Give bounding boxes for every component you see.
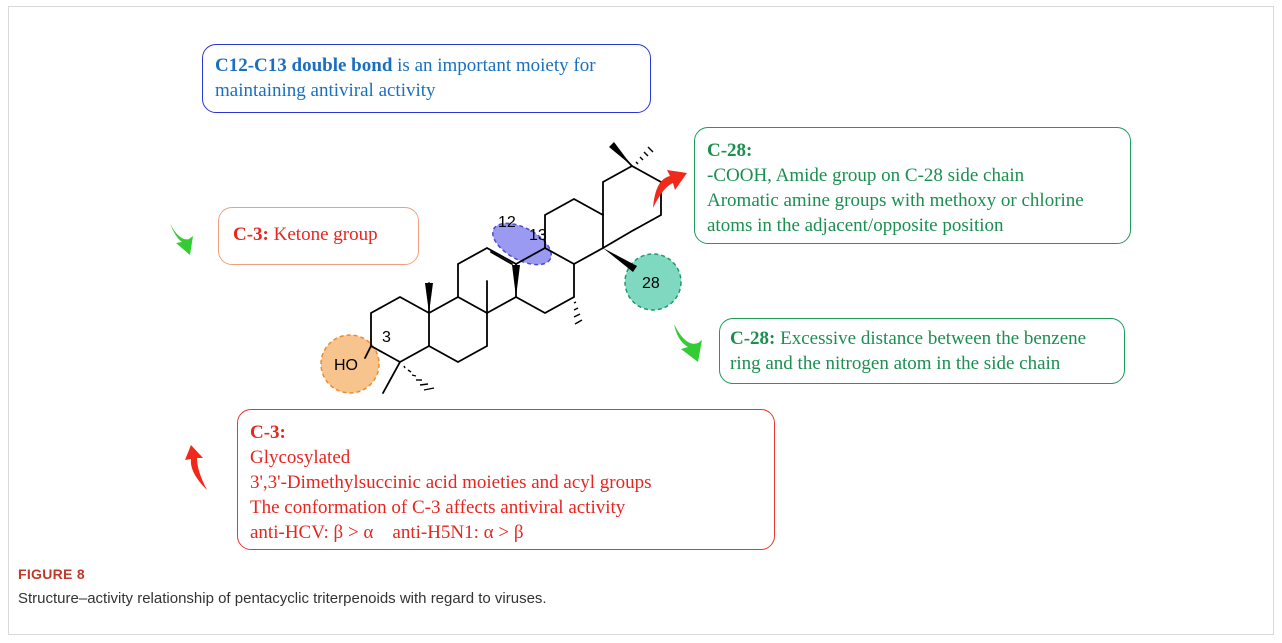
c28-favorable-line2: Aromatic amine groups with methoxy or ch… bbox=[707, 190, 1084, 211]
c12-c13-bold-label: C12-C13 double bond bbox=[215, 55, 393, 76]
c3-favorable-line2: 3',3'-Dimethylsuccinic acid moieties and… bbox=[250, 472, 652, 493]
curved-arrow-up-icon bbox=[653, 170, 687, 208]
hydroxyl-label: HO bbox=[334, 357, 358, 374]
c12-c13-line1-rest: is an important moiety for bbox=[392, 55, 596, 76]
c28-favorable-note: C-28: -COOH, Amide group on C-28 side ch… bbox=[694, 127, 1131, 244]
figure-frame bbox=[8, 6, 1274, 635]
c12-c13-highlight-ellipse bbox=[492, 222, 552, 266]
c3-ketone-note: C-3: Ketone group bbox=[218, 207, 419, 265]
curved-arrow-down-icon bbox=[170, 223, 193, 255]
c28-favorable-line1: -COOH, Amide group on C-28 side chain bbox=[707, 165, 1025, 186]
c3-favorable-line4: anti-HCV: β > α anti-H5N1: α > β bbox=[250, 522, 524, 543]
c12-number-label: 12 bbox=[498, 214, 516, 231]
c28-favorable-heading: C-28: bbox=[707, 140, 753, 161]
c17-c28-wedge bbox=[603, 248, 637, 272]
c28-highlight-circle bbox=[624, 253, 682, 311]
c3-number-label: 3 bbox=[382, 329, 391, 346]
c3-ketone-rest: Ketone group bbox=[268, 224, 378, 245]
c28-unfavorable-note: C-28: Excessive distance between the ben… bbox=[719, 318, 1125, 384]
c3-favorable-heading: C-3: bbox=[250, 422, 286, 443]
c12-c13-double-bond-note: C12-C13 double bond is an important moie… bbox=[202, 44, 651, 113]
hashed-bonds bbox=[403, 146, 654, 391]
c28-unfavorable-rest: Excessive distance between the benzene bbox=[775, 328, 1087, 349]
figure-label: FIGURE 8 bbox=[18, 566, 85, 582]
c3-favorable-note: C-3: Glycosylated 3',3'-Dimethylsuccinic… bbox=[237, 409, 775, 550]
curved-arrow-up-icon bbox=[185, 445, 207, 490]
skeleton-bonds bbox=[364, 145, 662, 394]
c28-number-label: 28 bbox=[642, 275, 660, 292]
e-ring-methyl-wedge bbox=[609, 142, 632, 166]
c28-favorable-line3: atoms in the adjacent/opposite position bbox=[707, 215, 1004, 236]
c3-highlight-circle bbox=[320, 334, 380, 394]
c12-c13-line2: maintaining antiviral activity bbox=[215, 80, 436, 101]
c13-number-label: 13 bbox=[529, 227, 547, 244]
c3-favorable-line1: Glycosylated bbox=[250, 447, 351, 468]
c8-methyl-wedge bbox=[512, 265, 520, 297]
c28-unfavorable-line2: ring and the nitrogen atom in the side c… bbox=[730, 353, 1061, 374]
c3-favorable-line3: The conformation of C-3 affects antivira… bbox=[250, 497, 626, 518]
figure-caption: Structure–activity relationship of penta… bbox=[18, 590, 547, 607]
curved-arrow-down-icon bbox=[674, 324, 702, 362]
c28-unfavorable-bold-label: C-28: bbox=[730, 328, 776, 349]
c3-ketone-bold-label: C-3: bbox=[233, 224, 269, 245]
c10-methyl-wedge bbox=[425, 283, 433, 313]
